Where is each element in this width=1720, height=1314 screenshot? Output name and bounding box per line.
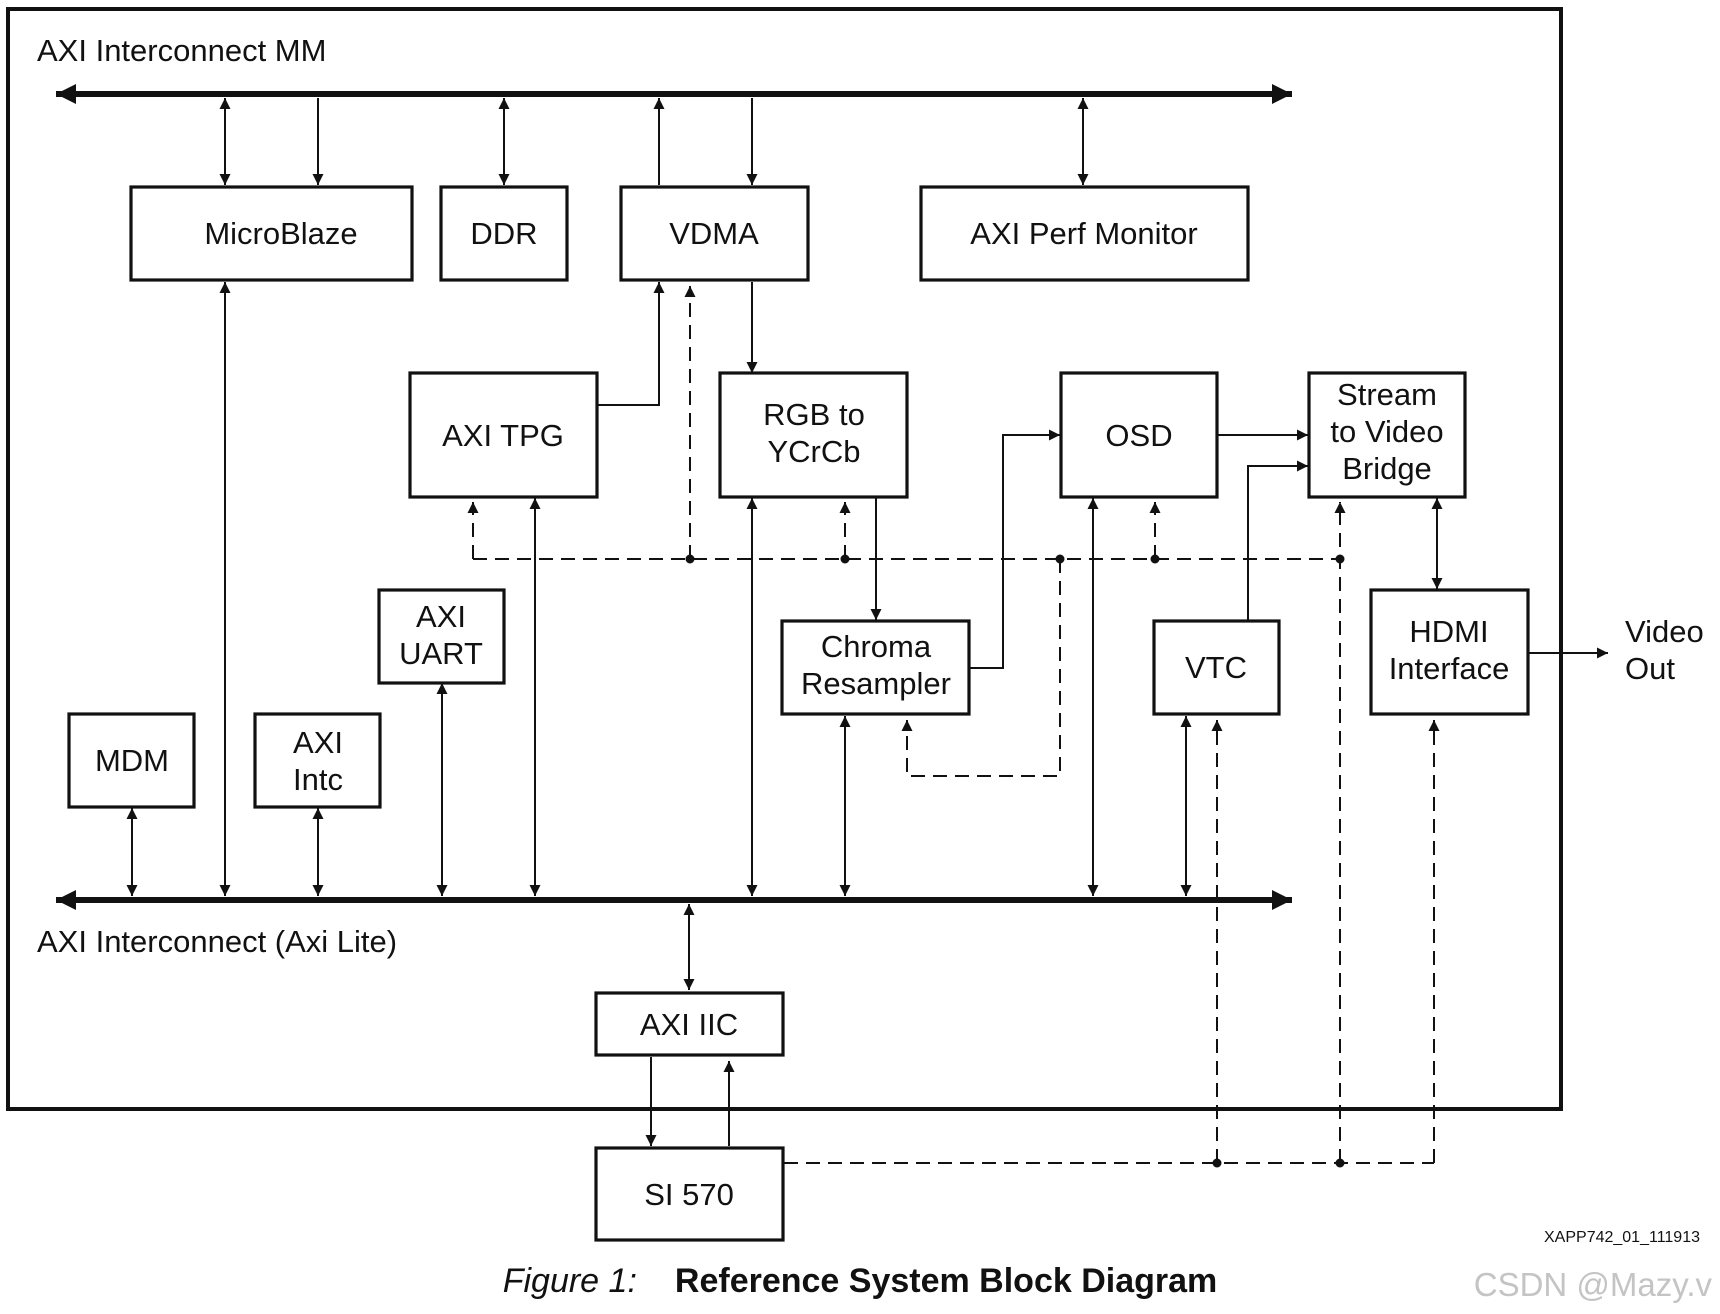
svg-text:AXI: AXI: [293, 725, 343, 760]
ddr-block: DDR: [439, 185, 569, 282]
vtc-block: VTC: [1152, 619, 1281, 716]
axi-iic-block: AXI IIC: [594, 991, 785, 1057]
figure-code: XAPP742_01_111913: [1544, 1229, 1700, 1246]
vdma-block: VDMA: [619, 185, 810, 282]
svg-text:AXI: AXI: [416, 599, 466, 634]
svg-text:SI 570: SI 570: [644, 1177, 734, 1212]
svg-text:Chroma: Chroma: [821, 629, 932, 664]
lite-bus-label: AXI Interconnect (Axi Lite): [37, 924, 397, 959]
chroma-resampler-block: Chroma Resampler: [780, 619, 971, 716]
osd-block: OSD: [1059, 371, 1219, 499]
axi-uart-block: AXI UART: [377, 588, 506, 685]
video-out-label: Video: [1625, 614, 1704, 649]
microblaze-block: MicroBlaze: [129, 185, 414, 282]
svg-text:VTC: VTC: [1185, 650, 1247, 685]
mdm-block: MDM: [67, 712, 196, 809]
svg-text:YCrCb: YCrCb: [767, 434, 860, 469]
svg-text:HDMI: HDMI: [1409, 614, 1488, 649]
watermark: CSDN @Mazy.v: [1473, 1266, 1712, 1303]
svg-text:OSD: OSD: [1105, 418, 1172, 453]
svg-text:AXI Perf Monitor: AXI Perf Monitor: [970, 216, 1197, 251]
svg-text:MicroBlaze: MicroBlaze: [204, 216, 357, 251]
axi-tpg-block: AXI TPG: [408, 371, 599, 499]
video-out-label-line2: Out: [1625, 651, 1675, 686]
axi-intc-block: AXI Intc: [253, 712, 382, 809]
hdmi-interface-block: HDMI Interface: [1369, 588, 1530, 716]
system-boundary: [6, 7, 1563, 1111]
svg-text:VDMA: VDMA: [669, 216, 759, 251]
lite-bus-connections: [126, 498, 1192, 1146]
axi-perf-monitor-block: AXI Perf Monitor: [919, 185, 1250, 282]
svg-text:Interface: Interface: [1389, 651, 1510, 686]
rgb-to-ycrcb-block: RGB to YCrCb: [718, 371, 909, 499]
svg-text:AXI TPG: AXI TPG: [442, 418, 564, 453]
svg-text:Intc: Intc: [293, 762, 343, 797]
svg-text:Stream: Stream: [1337, 377, 1437, 412]
si570-block: SI 570: [594, 1146, 785, 1242]
svg-text:UART: UART: [399, 636, 483, 671]
stream-to-video-bridge-block: Stream to Video Bridge: [1307, 371, 1467, 499]
caption-number: Figure 1:: [502, 1262, 637, 1300]
svg-text:MDM: MDM: [95, 743, 169, 778]
svg-text:AXI IIC: AXI IIC: [640, 1007, 738, 1042]
caption-title: Reference System Block Diagram: [674, 1262, 1218, 1300]
svg-text:RGB to: RGB to: [763, 397, 865, 432]
clock-distribution: [467, 286, 1440, 1168]
mm-bus-connections: [219, 98, 1089, 185]
figure-caption: Figure 1: Reference System Block Diagram: [0, 1262, 1720, 1301]
mm-bus-label: AXI Interconnect MM: [37, 33, 326, 68]
svg-text:to Video: to Video: [1330, 414, 1443, 449]
svg-text:DDR: DDR: [470, 216, 537, 251]
svg-text:Resampler: Resampler: [801, 666, 951, 701]
svg-text:Bridge: Bridge: [1342, 451, 1432, 486]
